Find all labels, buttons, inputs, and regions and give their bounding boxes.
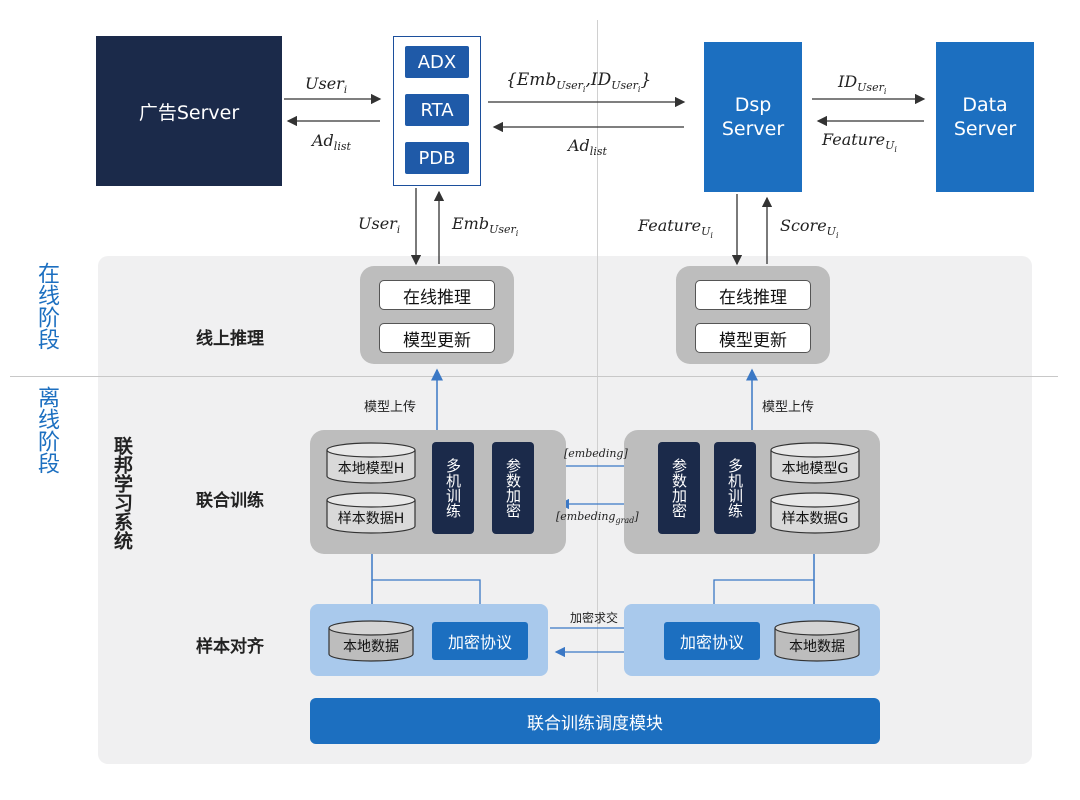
data-server-label: Data Server: [953, 94, 1017, 140]
row-label-sample-alignment: 样本对齐: [196, 637, 264, 657]
sample-data-h-cylinder: 样本数据H: [326, 492, 416, 534]
param-encrypt-right: 参数加密: [658, 442, 700, 534]
user-i-label-down: Useri: [358, 214, 401, 237]
rta-chip: RTA: [405, 94, 469, 126]
model-update-right: 模型更新: [695, 323, 811, 353]
embeding-label: [embeding]: [564, 447, 628, 460]
model-upload-label-right: 模型上传: [762, 400, 815, 415]
ad-list-label-right: Adlist: [568, 136, 607, 159]
embeding-grad-label: [embedinggrad]: [556, 510, 639, 526]
dsp-server-box: Dsp Server: [704, 42, 802, 192]
feature-label-down: FeatureUi: [638, 216, 713, 241]
sample-data-g-cylinder: 样本数据G: [770, 492, 860, 534]
online-infer-right: 在线推理: [695, 280, 811, 310]
joint-training-scheduler: 联合训练调度模块: [310, 698, 880, 744]
local-model-g-cylinder: 本地模型G: [770, 442, 860, 484]
model-update-left: 模型更新: [379, 323, 495, 353]
user-i-label-top: Useri: [305, 74, 348, 97]
row-label-joint-training: 联合训练: [196, 491, 264, 511]
local-model-h-cylinder: 本地模型H: [326, 442, 416, 484]
emb-id-label: {EmbUseri,IDUseri}: [506, 70, 652, 95]
feature-label-top: FeatureUi: [822, 130, 897, 155]
crypto-protocol-left: 加密协议: [432, 622, 528, 660]
ad-server-box: 广告Server: [96, 36, 282, 186]
local-data-cylinder-left: 本地数据: [328, 620, 414, 662]
ad-list-label-left: Adlist: [312, 131, 351, 154]
horizontal-divider: [10, 376, 1058, 377]
pdb-chip: PDB: [405, 142, 469, 174]
online-infer-left: 在线推理: [379, 280, 495, 310]
model-upload-label-left: 模型上传: [364, 400, 417, 415]
score-label: ScoreUi: [780, 216, 839, 241]
vertical-divider: [597, 20, 598, 692]
multi-train-left: 多机训练: [432, 442, 474, 534]
param-encrypt-left: 参数加密: [492, 442, 534, 534]
row-label-online-inference: 线上推理: [196, 329, 264, 349]
id-user-label: IDUseri: [838, 72, 887, 97]
crypto-protocol-right: 加密协议: [664, 622, 760, 660]
federated-system-label: 联邦学习系统: [111, 436, 133, 550]
adx-chip: ADX: [405, 46, 469, 78]
local-data-cylinder-right: 本地数据: [774, 620, 860, 662]
ad-server-label: 广告Server: [138, 101, 240, 124]
multi-train-right: 多机训练: [714, 442, 756, 534]
data-server-box: Data Server: [936, 42, 1034, 192]
offline-stage-label: 离线阶段: [34, 386, 59, 474]
dsp-server-label: Dsp Server: [721, 94, 785, 140]
encrypted-intersection-label: 加密求交: [570, 611, 619, 625]
emb-user-label: EmbUseri: [452, 214, 519, 239]
online-stage-label: 在线阶段: [34, 262, 59, 350]
